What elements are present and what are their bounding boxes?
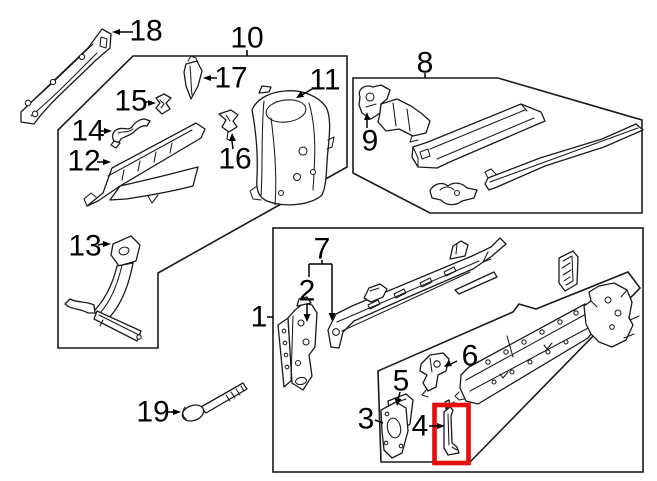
group-box-10-outline [57, 55, 348, 349]
callout-15-arrow [144, 100, 156, 106]
callout-15-label[interactable]: 15 [114, 85, 147, 118]
part-8-rail-b [484, 123, 644, 191]
part-8-rail-a [411, 103, 546, 169]
callout-2-label[interactable]: 2 [299, 275, 316, 308]
part-11 [249, 85, 335, 206]
callout-1-label[interactable]: 1 [251, 301, 268, 334]
highlight-box[interactable] [432, 402, 471, 466]
part-12 [83, 122, 206, 207]
callout-2-arrow [303, 304, 311, 322]
callout-9-arrow [364, 112, 370, 128]
callout-18-label[interactable]: 18 [129, 15, 162, 48]
callout-14-arrow [100, 128, 112, 134]
part-9 [358, 84, 431, 143]
part-19-bolt [181, 382, 248, 422]
callout-11-label[interactable]: 11 [309, 64, 340, 97]
callout-18-arrow [112, 29, 133, 35]
part-7-rail [327, 237, 507, 349]
callout-16-label[interactable]: 16 [218, 143, 251, 176]
callout-6-arrow [444, 360, 458, 367]
callout-10-label[interactable]: 10 [230, 22, 263, 55]
callout-17-arrow [203, 75, 217, 81]
callout-13-label[interactable]: 13 [68, 230, 101, 263]
part-13 [64, 235, 142, 342]
part-15 [155, 93, 172, 115]
callout-16-arrow [229, 133, 236, 150]
callout-13-arrow [97, 241, 111, 247]
callout-19-label[interactable]: 19 [136, 396, 169, 429]
callout-12-arrow [97, 159, 111, 165]
part-3 [380, 401, 409, 459]
callout-19-arrow [166, 409, 181, 415]
group-box-1-outline [272, 227, 644, 473]
part-corner-panel [558, 250, 579, 292]
callout-17-label[interactable]: 17 [214, 62, 247, 95]
part-16 [218, 109, 239, 142]
part-18 [20, 28, 112, 125]
callout-5-label[interactable]: 5 [393, 365, 410, 398]
callout-8-label[interactable]: 8 [417, 47, 434, 80]
callout-14-label[interactable]: 14 [71, 115, 104, 148]
callout-3-label[interactable]: 3 [358, 403, 375, 436]
callout-6-label[interactable]: 6 [462, 340, 479, 373]
part-17 [183, 55, 203, 100]
part-sill-rail [454, 282, 640, 405]
group-box-1-inner-quad [377, 271, 642, 463]
callout-9-label[interactable]: 9 [362, 125, 379, 158]
callout-4-label[interactable]: 4 [412, 410, 429, 443]
callout-5-arrow [394, 391, 402, 406]
callout-4-arrow [429, 423, 445, 429]
callout-12-label[interactable]: 12 [67, 145, 100, 178]
part-2 [277, 296, 318, 391]
part-14 [110, 118, 151, 149]
callout-11-arrow [296, 88, 313, 98]
callout-7-bracket [308, 260, 336, 321]
callout-3-dash [374, 419, 384, 424]
part-6 [419, 352, 450, 398]
part-4 [443, 399, 460, 456]
callout-7-label[interactable]: 7 [314, 233, 331, 266]
group-box-8-outline [352, 77, 643, 214]
part-8-clip [429, 182, 478, 206]
